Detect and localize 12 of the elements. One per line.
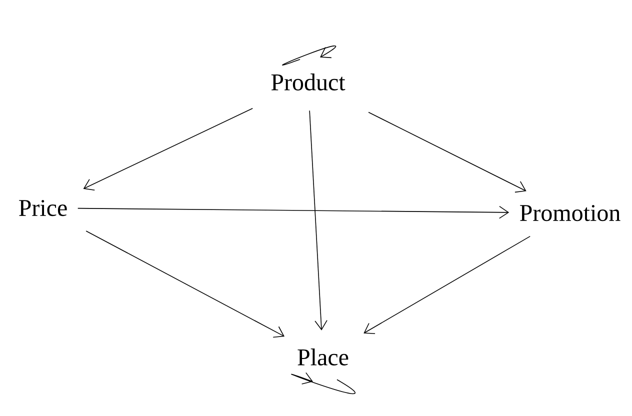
node-label: Price (19, 200, 67, 216)
arrow (77, 206, 510, 219)
arrow (83, 108, 253, 191)
node-label: Promotion (520, 204, 620, 222)
arrow (368, 112, 526, 193)
arrow (364, 236, 530, 334)
node-label: Product (271, 74, 346, 90)
arrow (86, 230, 284, 338)
self-loop-arrow (282, 46, 336, 66)
arrow (309, 110, 328, 330)
node-label: Place (298, 348, 348, 366)
self-loop-arrow (291, 372, 356, 394)
